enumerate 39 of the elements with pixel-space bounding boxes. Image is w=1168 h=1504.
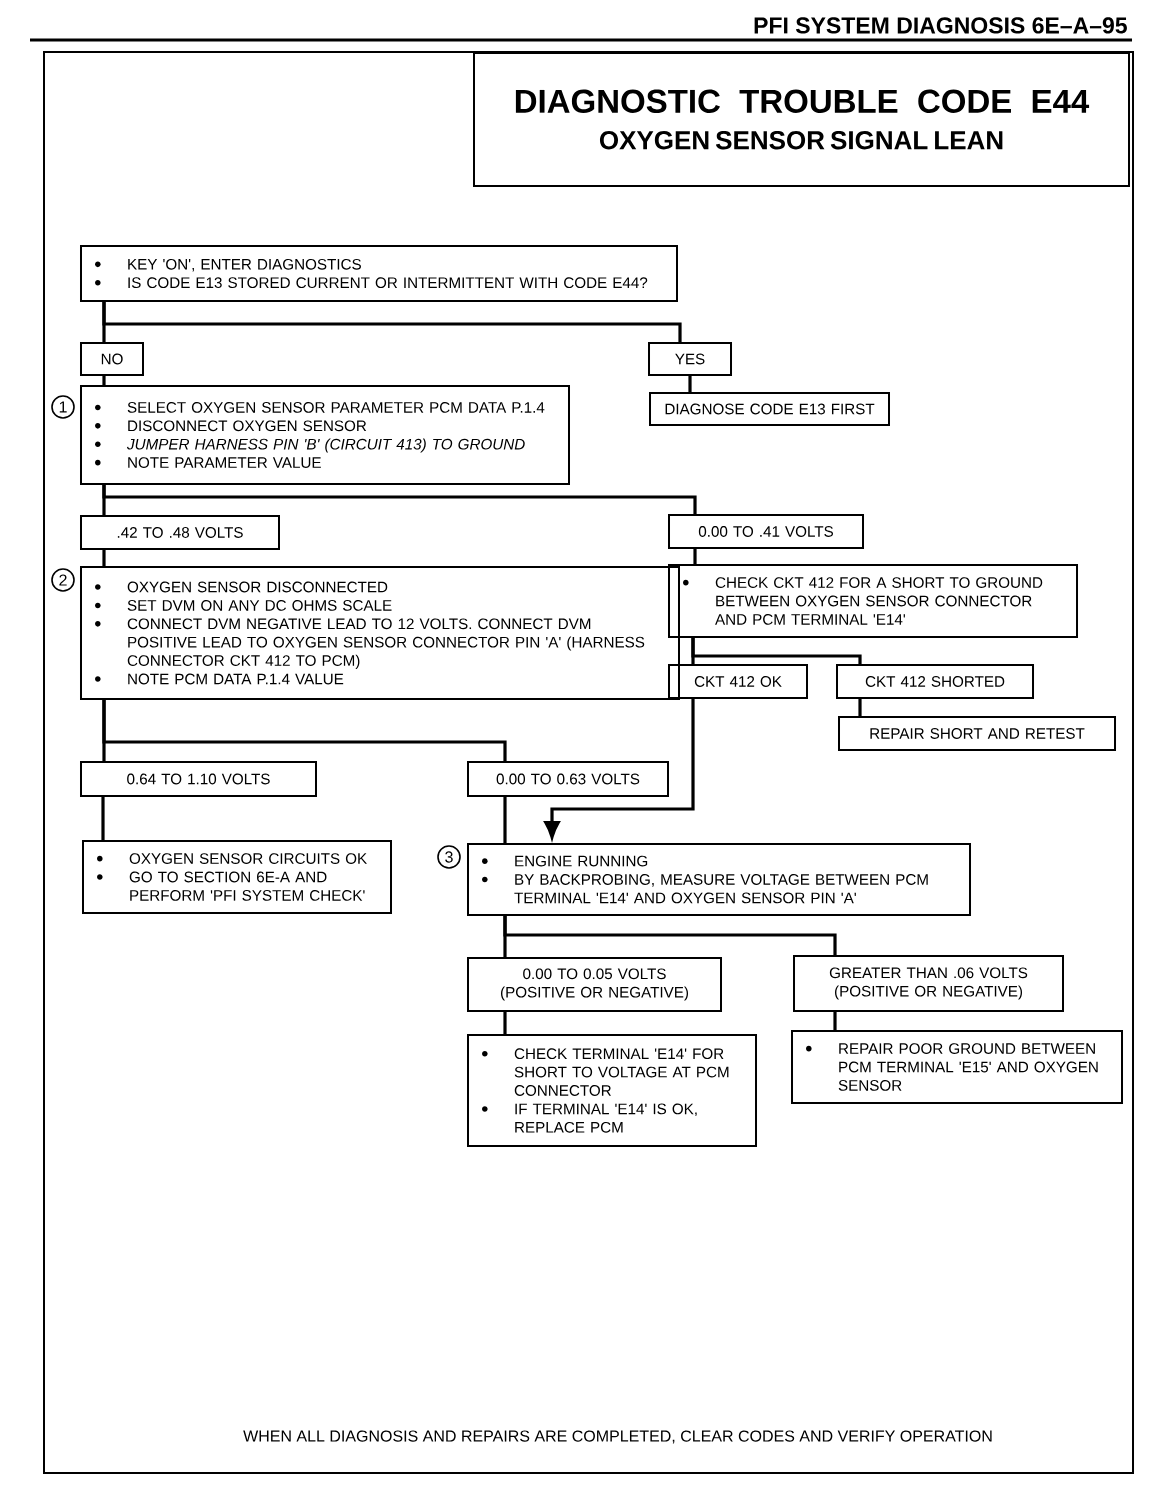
step-box: CHECK TERMINAL 'E14' FOR SHORT TO VOLTAGE AT PCM CONNECTOR IF TERMINAL 'E14' IS OK, REPLACE PCM — [467, 1034, 757, 1147]
step-box: OXYGEN SENSOR CIRCUITS OK GO TO SECTION 6E-A AND PERFORM 'PFI SYSTEM CHECK' — [82, 840, 392, 914]
result-box: NO — [80, 342, 144, 376]
result-box: REPAIR SHORT AND RETEST — [838, 716, 1116, 751]
connector-line — [858, 699, 862, 716]
title-box: DIAGNOSTIC TROUBLE CODE E44 OXYGEN SENSOR SIGNAL LEAN — [473, 52, 1130, 187]
connector-line — [102, 700, 507, 761]
connector-line — [688, 376, 692, 392]
result-box: 0.00 TO 0.63 VOLTS — [467, 761, 669, 797]
connector-line — [691, 638, 862, 664]
connector-line — [102, 485, 697, 514]
result-box: CKT 412 OK — [668, 664, 808, 699]
step-box: OXYGEN SENSOR DISCONNECTED SET DVM ON ANY DC OHMS SCALE CONNECT DVM NEGATIVE LEAD TO 12 VOLTS. CONNECT DVM POSITIVE LEAD TO OXYGEN SENSOR CONNECTOR PIN 'A' (HARNESS CONNECTOR CKT 412 TO PCM) NOTE PCM DATA P.1.4 VALUE — [80, 566, 680, 700]
footer-note: WHEN ALL DIAGNOSIS AND REPAIRS ARE COMPLETED, CLEAR CODES AND VERIFY OPERATION — [243, 1430, 992, 1444]
connector-line — [503, 916, 837, 955]
result-box: CKT 412 SHORTED — [836, 664, 1034, 699]
step-box: CHECK CKT 412 FOR A SHORT TO GROUND BETWEEN OXYGEN SENSOR CONNECTOR AND PCM TERMINAL 'E14' — [668, 564, 1078, 638]
connector-line — [503, 1012, 507, 1034]
callout-number: 3 — [437, 845, 461, 869]
result-box: 0.00 TO .41 VOLTS — [668, 514, 864, 549]
connector-line — [101, 797, 105, 840]
connector-line — [102, 376, 106, 385]
connector-line — [102, 302, 682, 342]
result-box: DIAGNOSE CODE E13 FIRST — [649, 392, 890, 426]
result-box: GREATER THAN .06 VOLTS (POSITIVE OR NEGATIVE) — [793, 955, 1064, 1012]
connector-line — [833, 1012, 837, 1030]
result-box: 0.00 TO 0.05 VOLTS (POSITIVE OR NEGATIVE) — [467, 957, 722, 1012]
step-box: REPAIR POOR GROUND BETWEEN PCM TERMINAL 'E15' AND OXYGEN SENSOR — [791, 1030, 1123, 1104]
step-box: ENGINE RUNNING BY BACKPROBING, MEASURE VOLTAGE BETWEEN PCM TERMINAL 'E14' AND OXYGEN SENSOR PIN 'A' — [467, 843, 971, 916]
connector-line — [693, 549, 697, 564]
step-box: KEY 'ON', ENTER DIAGNOSTICS IS CODE E13 STORED CURRENT OR INTERMITTENT WITH CODE E44? — [80, 245, 678, 302]
connector-line — [503, 797, 507, 843]
callout-number: 2 — [51, 568, 75, 592]
connector-line — [102, 550, 106, 566]
callout-number: 1 — [51, 395, 75, 419]
result-box: 0.64 TO 1.10 VOLTS — [80, 761, 317, 797]
result-box: .42 TO .48 VOLTS — [80, 515, 280, 550]
result-box: YES — [648, 342, 732, 376]
step-box: SELECT OXYGEN SENSOR PARAMETER PCM DATA P.1.4 DISCONNECT OXYGEN SENSOR JUMPER HARNESS PIN 'B' (CIRCUIT 413) TO GROUND NOTE PARAMETER VALUE — [80, 385, 570, 485]
